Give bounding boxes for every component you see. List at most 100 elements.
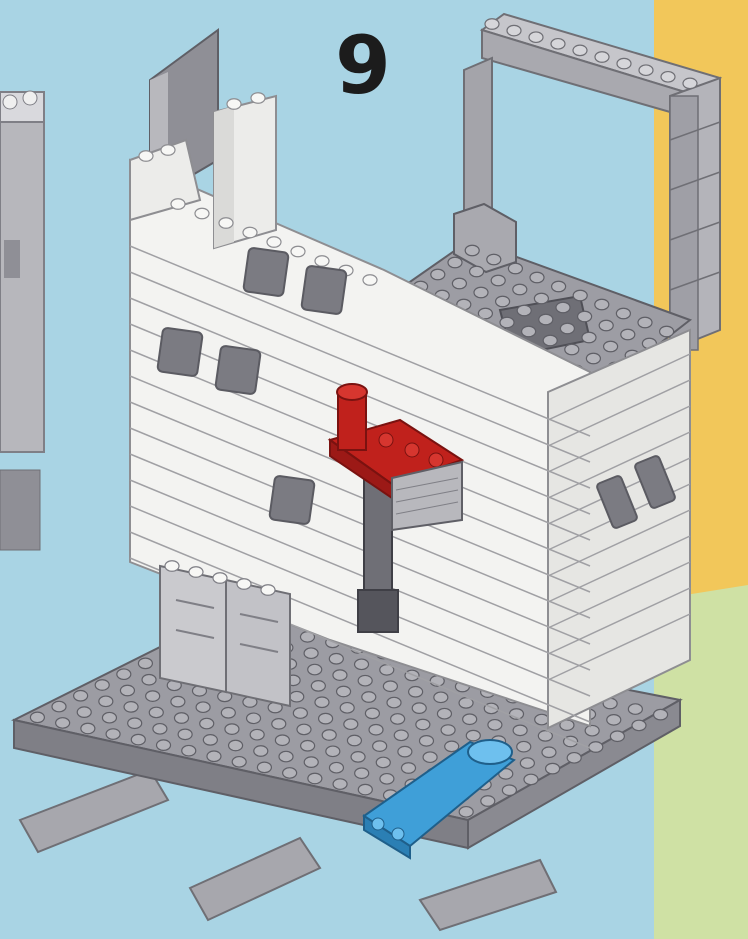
stud xyxy=(539,314,553,325)
stud xyxy=(297,724,311,735)
stud xyxy=(124,702,138,713)
stud xyxy=(175,713,189,724)
stud xyxy=(607,715,621,726)
stud xyxy=(431,269,445,280)
stud xyxy=(95,680,109,691)
stud xyxy=(441,725,455,736)
stud xyxy=(308,664,322,675)
stud xyxy=(311,681,325,692)
stud xyxy=(402,763,416,774)
stud xyxy=(333,779,347,790)
stud xyxy=(513,284,527,295)
stud xyxy=(161,145,175,156)
stud xyxy=(120,685,134,696)
stud xyxy=(30,712,44,723)
stud xyxy=(267,237,281,248)
stud xyxy=(560,323,574,334)
stud xyxy=(552,281,566,292)
stud xyxy=(319,713,333,724)
step-number: 9 xyxy=(318,26,408,106)
stud xyxy=(616,308,630,319)
stud xyxy=(661,72,675,83)
stud xyxy=(290,691,304,702)
stud xyxy=(502,785,516,796)
stud xyxy=(322,730,336,741)
stud xyxy=(578,311,592,322)
stud xyxy=(203,735,217,746)
stud xyxy=(573,290,587,301)
stud xyxy=(77,707,91,718)
stud xyxy=(279,751,293,762)
stud xyxy=(351,752,365,763)
stud xyxy=(326,746,340,757)
stud xyxy=(52,701,66,712)
stud xyxy=(632,720,646,731)
stud xyxy=(373,741,387,752)
stud xyxy=(551,39,565,50)
stud xyxy=(470,266,484,277)
stud xyxy=(628,704,642,715)
stud xyxy=(534,293,548,304)
stud xyxy=(517,305,531,316)
stud xyxy=(153,724,167,735)
stud xyxy=(565,344,579,355)
stud xyxy=(291,246,305,257)
stud xyxy=(589,742,603,753)
stud xyxy=(546,763,560,774)
stud xyxy=(459,807,473,818)
stud xyxy=(243,227,257,238)
stud xyxy=(283,768,297,779)
stud xyxy=(304,648,318,659)
stud xyxy=(507,25,521,35)
stud xyxy=(500,317,514,328)
stud xyxy=(398,746,412,757)
stud xyxy=(232,757,246,768)
stud xyxy=(556,302,570,313)
stud xyxy=(419,736,433,747)
stud xyxy=(315,697,329,708)
stud xyxy=(363,275,377,286)
stud xyxy=(567,753,581,764)
stud xyxy=(660,326,674,337)
stud xyxy=(496,296,510,307)
stud xyxy=(304,757,318,768)
stud xyxy=(573,45,587,56)
stud xyxy=(301,741,315,752)
stud xyxy=(610,731,624,742)
stud xyxy=(142,674,156,685)
stud xyxy=(582,332,596,343)
stud xyxy=(683,78,697,89)
stud xyxy=(488,720,502,731)
stud xyxy=(530,272,544,283)
stud xyxy=(308,773,322,784)
stud xyxy=(445,741,459,752)
stud xyxy=(481,796,495,807)
stud xyxy=(182,745,196,756)
stud xyxy=(139,151,153,162)
stud xyxy=(491,275,505,286)
stud xyxy=(344,719,358,730)
stud xyxy=(138,658,152,669)
stud xyxy=(380,774,394,785)
stud xyxy=(171,199,185,210)
stud xyxy=(524,774,538,785)
stud xyxy=(508,263,522,274)
stud xyxy=(165,561,179,572)
stud xyxy=(522,326,536,337)
stud xyxy=(604,341,618,352)
stud xyxy=(272,719,286,730)
stud xyxy=(149,707,163,718)
stud xyxy=(448,257,462,268)
stud xyxy=(347,735,361,746)
stud xyxy=(465,245,479,256)
stud xyxy=(247,713,261,724)
stud xyxy=(585,725,599,736)
stud xyxy=(394,730,408,741)
stud xyxy=(617,58,631,69)
stud xyxy=(340,703,354,714)
stud xyxy=(251,93,265,104)
stud xyxy=(200,718,214,729)
stud xyxy=(56,718,70,729)
stud xyxy=(225,724,239,735)
stud xyxy=(333,670,347,681)
